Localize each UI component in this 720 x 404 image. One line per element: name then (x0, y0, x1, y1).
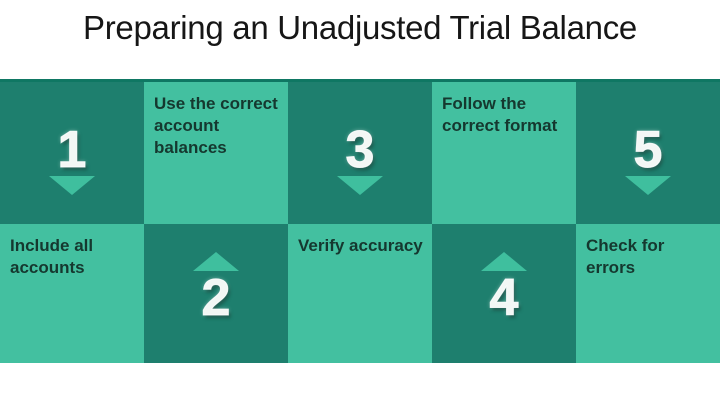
step-3-number: 3 (345, 121, 375, 179)
arrow-up-icon (481, 252, 527, 271)
arrow-down-icon (49, 176, 95, 195)
step-2-number-cell: 2 (144, 224, 288, 363)
step-2-label-cell: Use the correct account balances (144, 82, 288, 224)
step-1-number: 1 (57, 121, 87, 179)
step-5-label: Check for errors (586, 236, 665, 277)
step-3-number-cell: 3 (288, 82, 432, 224)
step-5-number: 5 (633, 121, 663, 179)
step-1-label: Include all accounts (10, 236, 94, 277)
step-3-label-cell: Verify accuracy (288, 224, 432, 363)
step-4-number: 4 (489, 269, 519, 327)
step-2-number: 2 (201, 269, 231, 327)
step-5-number-cell: 5 (576, 82, 720, 224)
step-4-label-cell: Follow the correct format (432, 82, 576, 224)
step-1-label-cell: Include all accounts (0, 224, 144, 363)
step-4-label: Follow the correct format (442, 94, 558, 135)
step-3-label: Verify accuracy (298, 236, 423, 255)
arrow-down-icon (625, 176, 671, 195)
arrow-up-icon (193, 252, 239, 271)
steps-grid: 1 Use the correct account balances 3 Fol… (0, 79, 720, 363)
step-4-number-cell: 4 (432, 224, 576, 363)
step-5-label-cell: Check for errors (576, 224, 720, 363)
step-2-label: Use the correct account balances (154, 94, 278, 157)
arrow-down-icon (337, 176, 383, 195)
slide-title: Preparing an Unadjusted Trial Balance (83, 9, 637, 46)
step-1-number-cell: 1 (0, 82, 144, 224)
